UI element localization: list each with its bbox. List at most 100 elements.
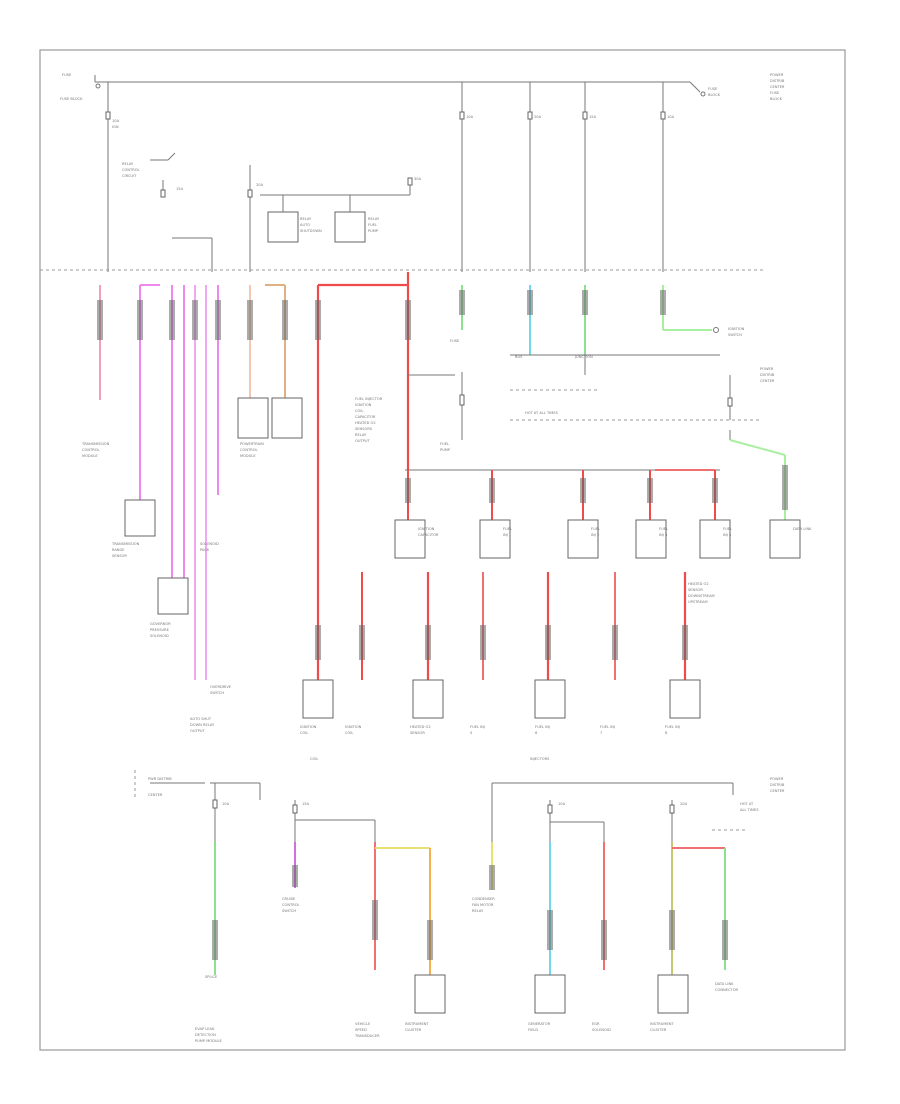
- svg-text:SWITCH: SWITCH: [728, 333, 742, 337]
- svg-text:SHUTDOWN: SHUTDOWN: [300, 229, 322, 233]
- svg-text:SPEED: SPEED: [355, 1028, 367, 1032]
- svg-text:COIL: COIL: [310, 757, 318, 761]
- svg-text:TRANSMISSION: TRANSMISSION: [81, 442, 110, 446]
- svg-text:EGR: EGR: [592, 1022, 600, 1026]
- svg-text:IGN: IGN: [112, 125, 119, 129]
- svg-text:FUEL: FUEL: [723, 527, 732, 531]
- svg-text:RELAY: RELAY: [368, 217, 380, 221]
- svg-text:OUTPUT: OUTPUT: [355, 439, 370, 443]
- svg-text:INSTRUMENT: INSTRUMENT: [650, 1022, 674, 1026]
- svg-text:SENSOR: SENSOR: [688, 588, 703, 592]
- svg-text:COIL: COIL: [300, 731, 308, 735]
- svg-text:EVAP LEAK: EVAP LEAK: [195, 1027, 215, 1031]
- svg-text:COIL: COIL: [345, 731, 353, 735]
- bottom-section: [134, 770, 745, 1014]
- svg-text:IGNITION: IGNITION: [418, 527, 435, 531]
- top-labels: FUSE FUSE BLOCK 10A IGN RELAY CONTROL CI…: [60, 73, 785, 233]
- svg-text:CAPACITOR: CAPACITOR: [418, 533, 439, 537]
- svg-text:SPLICE: SPLICE: [205, 975, 218, 979]
- svg-text:POWER: POWER: [770, 73, 784, 77]
- svg-text:CONTROL: CONTROL: [282, 903, 300, 907]
- svg-text:DOWN RELAY: DOWN RELAY: [190, 723, 215, 727]
- svg-text:MODULE: MODULE: [82, 454, 98, 458]
- svg-text:FUEL INJ: FUEL INJ: [665, 725, 680, 729]
- svg-text:CLUSTER: CLUSTER: [405, 1028, 422, 1032]
- svg-text:INJ 1: INJ 1: [503, 533, 511, 537]
- svg-text:BLOCK: BLOCK: [770, 97, 783, 101]
- svg-text:SOLENOID: SOLENOID: [150, 634, 169, 638]
- svg-text:FUSE: FUSE: [62, 73, 72, 77]
- svg-text:TRANSDUCER: TRANSDUCER: [354, 1034, 380, 1038]
- svg-text:INSTRUMENT: INSTRUMENT: [405, 1022, 429, 1026]
- svg-text:AUTO: AUTO: [300, 223, 310, 227]
- svg-text:PRESSURE: PRESSURE: [150, 628, 170, 632]
- svg-text:10A: 10A: [222, 802, 230, 806]
- svg-text:BUS: BUS: [515, 355, 523, 359]
- svg-text:FIELD: FIELD: [528, 1028, 538, 1032]
- svg-text:ALL TIMES: ALL TIMES: [740, 808, 759, 812]
- svg-text:OVERDRIVE: OVERDRIVE: [210, 685, 232, 689]
- svg-text:INJ 2: INJ 2: [591, 533, 599, 537]
- svg-text:RELAY: RELAY: [355, 433, 367, 437]
- svg-text:HEATED O2: HEATED O2: [355, 421, 376, 425]
- svg-text:20A: 20A: [534, 115, 542, 119]
- svg-text:CONTROL: CONTROL: [240, 448, 258, 452]
- svg-text:FUEL INJ: FUEL INJ: [535, 725, 550, 729]
- svg-text:TRANSMISSION: TRANSMISSION: [111, 542, 140, 546]
- svg-text:CENTER: CENTER: [148, 793, 163, 797]
- svg-text:10A: 10A: [112, 119, 120, 123]
- svg-text:HOT AT: HOT AT: [740, 802, 754, 806]
- svg-text:AUTO SHUT: AUTO SHUT: [190, 717, 212, 721]
- svg-text:DETECTION: DETECTION: [195, 1033, 216, 1037]
- svg-text:5: 5: [470, 731, 472, 735]
- svg-text:CONTROL: CONTROL: [122, 168, 140, 172]
- svg-text:CONNECTOR: CONNECTOR: [715, 988, 739, 992]
- svg-text:SENSOR: SENSOR: [410, 731, 425, 735]
- svg-text:CIRCUIT: CIRCUIT: [122, 174, 137, 178]
- svg-text:FUEL: FUEL: [659, 527, 668, 531]
- svg-text:INJ 4: INJ 4: [723, 533, 732, 537]
- svg-text:OUTPUT: OUTPUT: [190, 729, 205, 733]
- svg-text:POWERTRAIN: POWERTRAIN: [240, 442, 264, 446]
- svg-text:IGNITION: IGNITION: [728, 327, 745, 331]
- svg-text:8: 8: [665, 731, 668, 735]
- svg-text:PUMP MODULE: PUMP MODULE: [195, 1039, 223, 1043]
- svg-text:SENSOR: SENSOR: [112, 554, 127, 558]
- svg-text:FUSE: FUSE: [708, 87, 718, 91]
- svg-text:CAPACITOR: CAPACITOR: [355, 415, 376, 419]
- svg-text:FUEL: FUEL: [440, 442, 449, 446]
- svg-text:PUMP: PUMP: [368, 229, 379, 233]
- svg-text:POWER: POWER: [770, 777, 784, 781]
- svg-text:FUEL: FUEL: [368, 223, 377, 227]
- svg-text:CLUSTER: CLUSTER: [650, 1028, 667, 1032]
- svg-text:IGNITION: IGNITION: [300, 725, 317, 729]
- svg-text:DATA LINK: DATA LINK: [715, 982, 734, 986]
- svg-text:CRUISE: CRUISE: [282, 897, 296, 901]
- middle-wiring: [97, 272, 801, 719]
- svg-text:MODULE: MODULE: [240, 454, 256, 458]
- svg-text:BLOCK: BLOCK: [708, 93, 721, 97]
- svg-text:FUSE: FUSE: [770, 91, 780, 95]
- svg-text:20A: 20A: [680, 802, 688, 806]
- svg-text:INJ 3: INJ 3: [659, 533, 667, 537]
- middle-labels: TRANSMISSION CONTROL MODULE TRANSMISSION…: [81, 327, 812, 761]
- svg-text:FAN MOTOR: FAN MOTOR: [472, 903, 494, 907]
- fuse-box-top: [40, 75, 765, 272]
- svg-text:CONDENSER: CONDENSER: [472, 897, 495, 901]
- svg-text:15A: 15A: [589, 115, 597, 119]
- svg-text:DISTRIB: DISTRIB: [770, 79, 785, 83]
- svg-text:VEHICLE: VEHICLE: [355, 1022, 371, 1026]
- svg-text:GOVERNOR: GOVERNOR: [150, 622, 171, 626]
- svg-text:HOT AT ALL TIMES: HOT AT ALL TIMES: [525, 411, 559, 415]
- svg-text:HEATED O2: HEATED O2: [688, 582, 709, 586]
- svg-text:SWITCH: SWITCH: [282, 909, 296, 913]
- svg-text:CONTROL: CONTROL: [82, 448, 100, 452]
- svg-text:RELAY: RELAY: [300, 217, 312, 221]
- svg-text:10A: 10A: [667, 115, 675, 119]
- svg-text:7: 7: [600, 731, 602, 735]
- svg-text:RELAY: RELAY: [122, 162, 134, 166]
- svg-text:FUEL INJECTOR: FUEL INJECTOR: [355, 397, 383, 401]
- diagram-frame: [39, 49, 846, 1051]
- svg-text:IGNITION: IGNITION: [345, 725, 362, 729]
